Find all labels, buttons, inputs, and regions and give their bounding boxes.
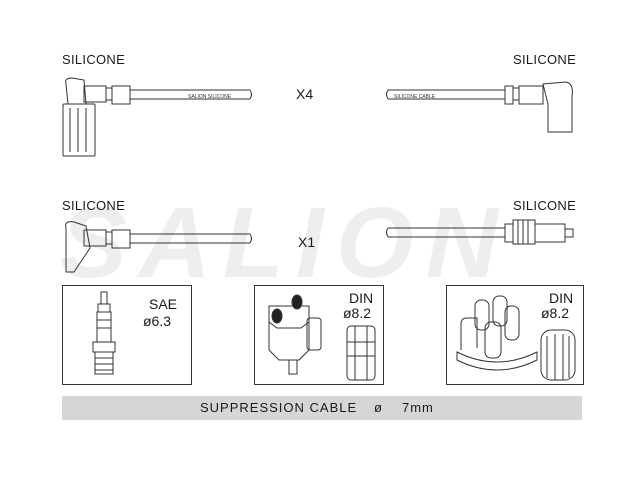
quantity-x4: X4 xyxy=(296,86,314,102)
quantity-x1: X1 xyxy=(298,234,316,250)
boot-angled-left-row1 xyxy=(62,77,252,157)
boot-angled-right-row1 xyxy=(386,81,573,133)
boot-angled-left-row2 xyxy=(65,221,252,273)
cable-print-row1-right: SILICONE CABLE xyxy=(394,94,436,100)
cable-print-row1: SALION SILICONE xyxy=(188,94,232,100)
spark-plug-terminal-icon xyxy=(92,291,116,375)
label-silicone-mid-right: SILICONE xyxy=(513,198,577,213)
suppression-cable-banner: SUPPRESSION CABLE ø 7mm xyxy=(62,396,582,420)
banner-text: SUPPRESSION CABLE xyxy=(200,400,358,415)
panel-din-coil-name: DIN xyxy=(349,290,374,306)
label-silicone-top-right: SILICONE xyxy=(513,52,577,67)
panel-sae-name: SAE xyxy=(149,296,178,312)
label-silicone-mid-left: SILICONE xyxy=(62,198,126,213)
panel-sae-size: ø6.3 xyxy=(143,313,172,329)
distributor-cap-icon xyxy=(456,295,576,381)
panel-din-coil: DIN ø8.2 xyxy=(254,285,384,385)
svg-text:SALION: SALION xyxy=(60,195,510,285)
panel-sae-terminal: SAE ø6.3 xyxy=(62,285,192,385)
boot-straight-right-row2 xyxy=(386,219,574,245)
panel-din-distributor-name: DIN xyxy=(549,290,574,306)
banner-diameter-value: 7mm xyxy=(402,400,434,415)
panel-din-distributor-size: ø8.2 xyxy=(541,305,570,321)
panel-din-distributor: DIN ø8.2 xyxy=(446,285,584,385)
label-silicone-top-left: SILICONE xyxy=(62,52,126,67)
panel-din-coil-size: ø8.2 xyxy=(343,305,372,321)
coil-tower-icon xyxy=(268,294,376,381)
banner-diameter-symbol: ø xyxy=(374,400,383,415)
salion-watermark: SALION xyxy=(60,195,510,285)
